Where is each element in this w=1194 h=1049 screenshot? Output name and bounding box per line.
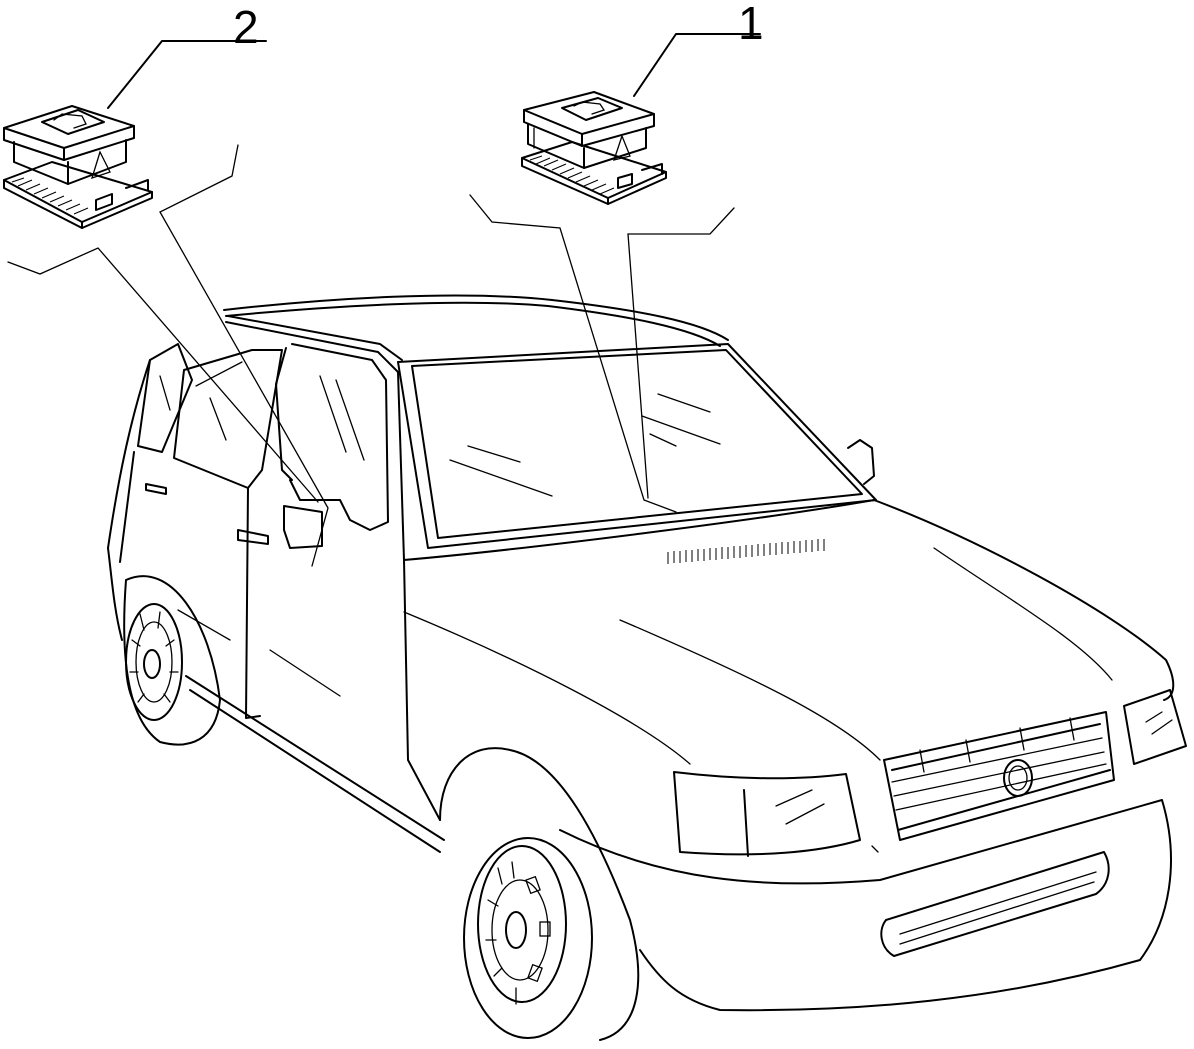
window-switch-icon <box>3 105 153 229</box>
callout-2-leader <box>107 40 267 109</box>
cowl-vent <box>667 539 825 564</box>
callout-label-2: 2 <box>233 1 259 53</box>
hatchback-car-icon <box>107 294 1187 1041</box>
callout-1-leader <box>633 33 761 97</box>
window-switch-icon <box>521 91 667 205</box>
callout-label-1: 1 <box>738 0 764 49</box>
